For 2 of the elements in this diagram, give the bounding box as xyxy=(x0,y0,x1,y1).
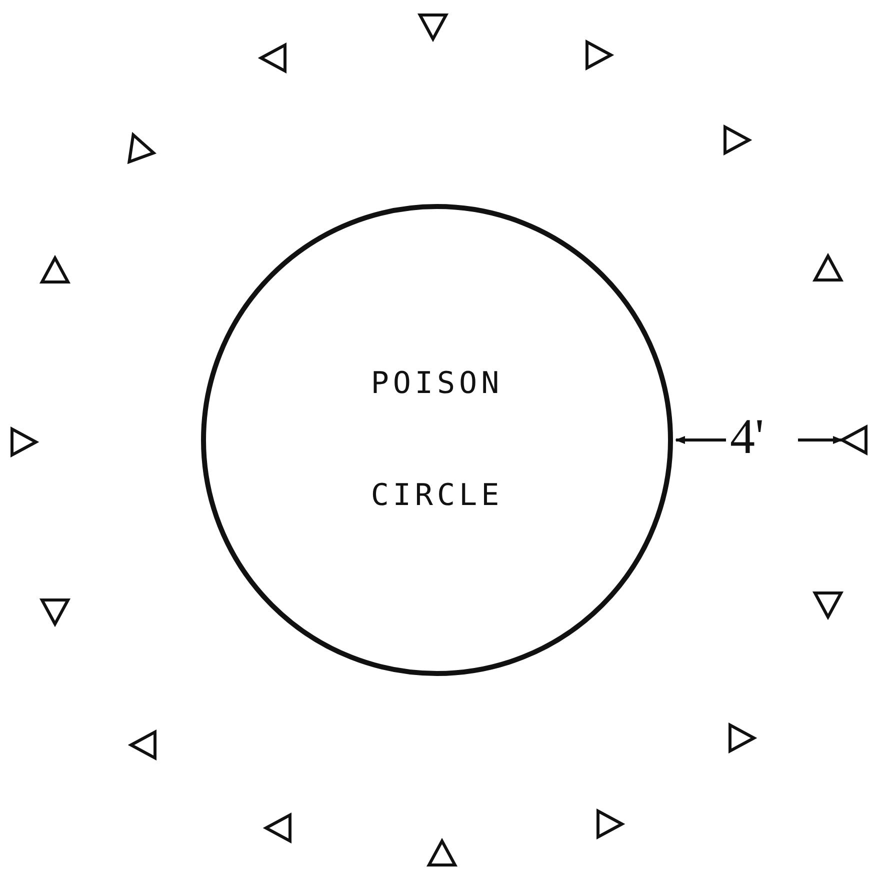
circle-label: POISON CIRCLE xyxy=(370,365,504,515)
circle-shape xyxy=(201,204,673,676)
